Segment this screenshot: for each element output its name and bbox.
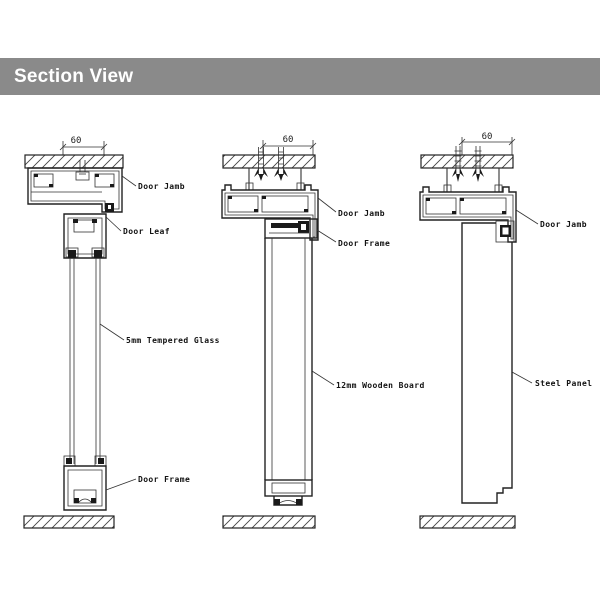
leader-line xyxy=(515,209,539,225)
label-door-frame: Door Frame xyxy=(138,475,190,484)
leader-line xyxy=(105,478,137,491)
glass-door-section: 60 xyxy=(23,136,220,529)
hanger-legs xyxy=(245,168,305,191)
door-bottom-rail xyxy=(264,479,313,506)
ceiling-hatch xyxy=(222,154,316,169)
dimension-text: 60 xyxy=(71,136,82,146)
dimension-60: 60 xyxy=(458,132,516,155)
label-tempered-glass: 5mm Tempered Glass xyxy=(126,336,220,345)
ceiling-hatch xyxy=(24,154,124,169)
anchor-bolt xyxy=(254,147,268,181)
wooden-door-section: 60 xyxy=(221,135,425,529)
label-door-frame: Door Frame xyxy=(338,239,390,248)
door-jamb-profile xyxy=(27,167,123,213)
anchor-screw xyxy=(472,146,484,182)
label-door-leaf: Door Leaf xyxy=(123,227,170,236)
section-header-banner: Section View xyxy=(0,58,600,95)
anchor-bolt xyxy=(274,147,288,181)
dimension-text: 60 xyxy=(283,135,294,145)
leader-line xyxy=(105,216,122,232)
dimension-60: 60 xyxy=(59,136,108,155)
dimension-text: 60 xyxy=(482,132,493,142)
ceiling-hatch xyxy=(420,154,514,169)
seal-block xyxy=(495,220,515,243)
leader-line xyxy=(317,197,337,213)
door-frame-profile xyxy=(63,455,107,511)
label-door-jamb: Door Jamb xyxy=(338,209,385,218)
leader-line xyxy=(121,175,137,187)
door-frame-profile xyxy=(264,218,318,239)
steel-panel-outline xyxy=(461,222,513,504)
anchor-screw xyxy=(452,146,464,182)
label-door-jamb: Door Jamb xyxy=(540,220,587,229)
glass-panel xyxy=(69,258,101,464)
leader-line xyxy=(316,229,337,243)
hanger-legs xyxy=(443,168,503,193)
leader-line xyxy=(99,323,125,341)
floor-hatch xyxy=(222,515,316,529)
label-door-jamb: Door Jamb xyxy=(138,182,185,191)
leader-line xyxy=(511,371,533,384)
steel-door-section: 60 xyxy=(419,132,592,529)
door-leaf-profile xyxy=(63,213,107,259)
leader-line xyxy=(311,370,335,386)
label-steel-panel: Steel Panel xyxy=(535,379,592,388)
floor-hatch xyxy=(23,515,115,529)
dimension-60: 60 xyxy=(259,135,317,155)
wooden-board-panel xyxy=(264,238,313,480)
fastener xyxy=(75,160,90,181)
floor-hatch xyxy=(419,515,516,529)
page-title: Section View xyxy=(14,66,134,87)
label-wooden-board: 12mm Wooden Board xyxy=(336,381,425,390)
